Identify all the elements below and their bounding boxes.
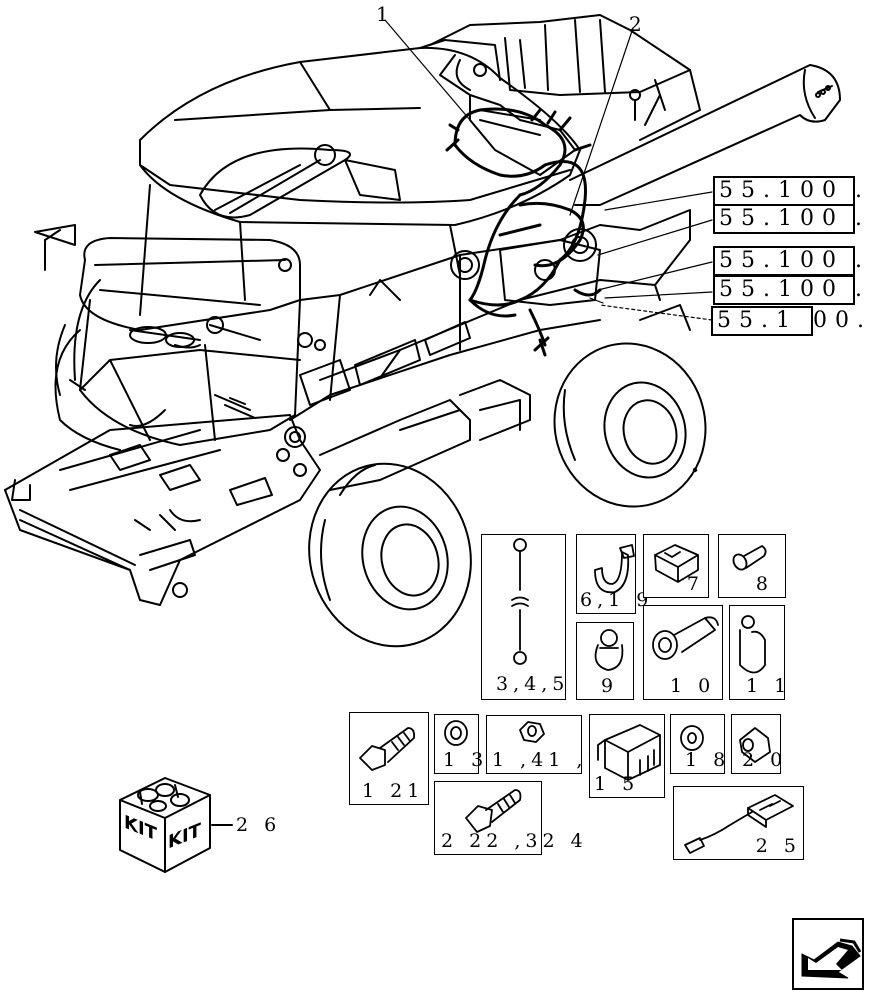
part-box-12-16[interactable]: 1 21 6 bbox=[349, 712, 447, 805]
part-label: 1 1 bbox=[746, 675, 792, 697]
part-box-22-23-24[interactable]: 2 22 ,32 4 bbox=[434, 781, 583, 855]
reference-5-number: 55.1 bbox=[711, 306, 813, 336]
part-box-14-17-21[interactable]: 1 ,41 ,72 1 bbox=[486, 715, 645, 774]
callout-2: 2 bbox=[629, 12, 642, 36]
unloading-auger bbox=[569, 64, 841, 206]
reference-2-suffix: . bbox=[855, 206, 870, 231]
part-box-11[interactable]: 1 1 bbox=[729, 605, 786, 700]
reference-3-suffix: . bbox=[855, 248, 870, 273]
wiring-harness bbox=[445, 107, 602, 357]
reference-1-suffix: . bbox=[855, 178, 870, 203]
part-box-25[interactable]: 2 5 bbox=[673, 786, 804, 860]
kit-number: 2 6 bbox=[236, 814, 282, 836]
part-label: 2 22 ,32 4 bbox=[441, 830, 588, 852]
rear-wheel bbox=[553, 342, 707, 508]
part-label: 3,4,5 bbox=[496, 673, 570, 695]
part-label: 2 5 bbox=[755, 835, 801, 857]
part-box-3-4-5[interactable]: 3,4,5 bbox=[481, 534, 566, 700]
part-box-20[interactable]: 2 0 bbox=[731, 714, 782, 774]
part-label: 8 bbox=[755, 573, 773, 595]
part-label: 1 3 bbox=[443, 749, 489, 771]
reference-2-number: 55.100 bbox=[713, 204, 855, 234]
part-box-13[interactable]: 1 3 bbox=[434, 714, 483, 774]
part-box-10[interactable]: 1 0 bbox=[643, 605, 723, 700]
part-label: 9 bbox=[601, 675, 619, 697]
front-axle bbox=[319, 379, 531, 491]
part-label: 7 bbox=[686, 573, 704, 595]
reference-4-suffix: . bbox=[855, 277, 870, 302]
reference-1-number: 55.100 bbox=[713, 176, 855, 206]
arrow-left-icon bbox=[801, 938, 862, 979]
callout-1: 1 bbox=[376, 2, 389, 26]
part-label: 6,1 9 bbox=[580, 589, 654, 611]
part-box-7[interactable]: 7 bbox=[643, 534, 709, 598]
part-box-6-19[interactable]: 6,1 9 bbox=[576, 534, 648, 614]
part-box-18[interactable]: 1 8 bbox=[670, 714, 725, 774]
front-wheel bbox=[308, 462, 472, 648]
reference-3-number: 55.100 bbox=[713, 246, 855, 276]
part-label: 1 21 6 bbox=[362, 780, 453, 802]
reference-5-suffix: 00. bbox=[813, 308, 872, 333]
back-navigation-button[interactable] bbox=[792, 918, 864, 990]
reference-4-number: 55.100 bbox=[713, 275, 855, 305]
engine-compartment bbox=[429, 14, 701, 176]
part-label: 1 0 bbox=[670, 675, 716, 697]
part-label: 1 5 bbox=[594, 773, 640, 795]
feeder-house bbox=[4, 414, 321, 606]
kit-box bbox=[119, 777, 233, 873]
part-box-9[interactable]: 9 bbox=[576, 622, 634, 700]
part-label: 1 8 bbox=[685, 749, 731, 771]
part-box-15[interactable]: 1 5 bbox=[589, 714, 665, 798]
leader-lines bbox=[384, 19, 713, 321]
left-wheel bbox=[54, 329, 121, 451]
part-box-8[interactable]: 8 bbox=[718, 534, 786, 598]
part-label: 2 0 bbox=[742, 749, 788, 771]
